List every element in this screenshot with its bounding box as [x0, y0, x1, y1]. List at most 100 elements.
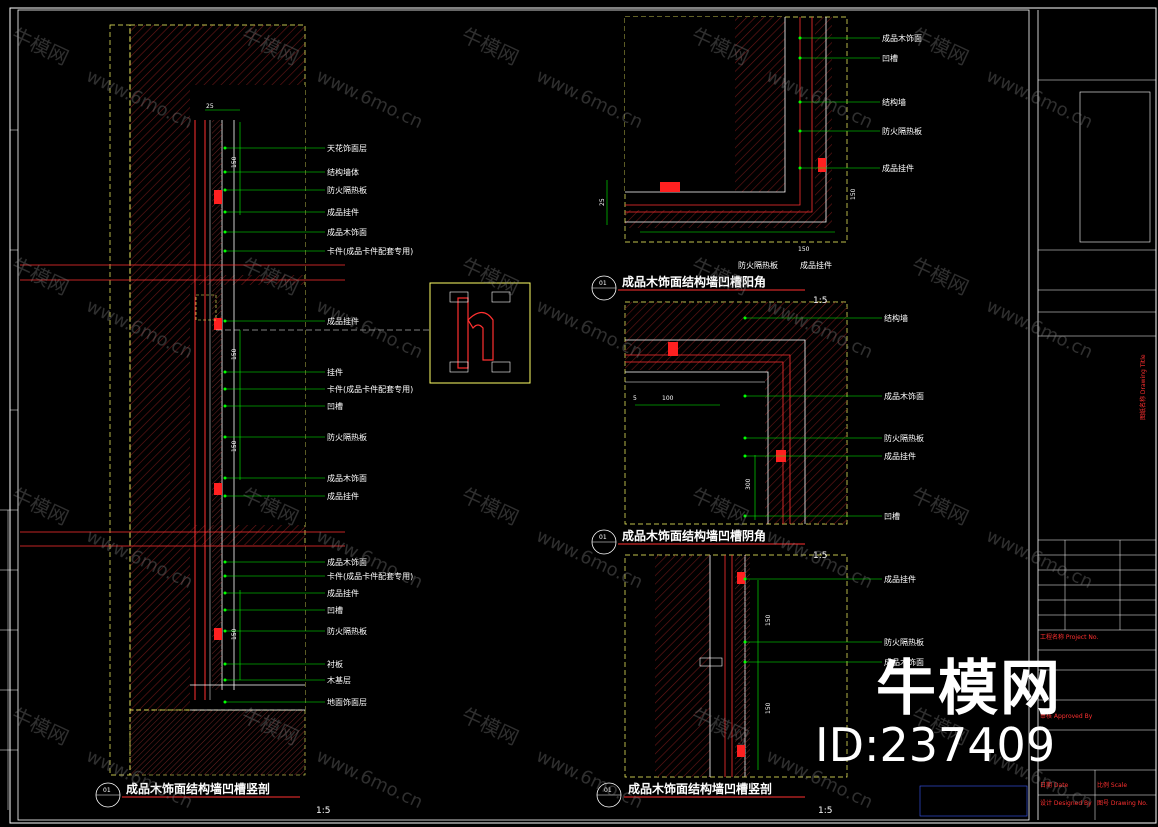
- section_b-label: 成品木饰面: [882, 33, 922, 43]
- section_a-leader-dot: [223, 170, 227, 174]
- section_c-leader-dot: [743, 454, 747, 458]
- tb-row-approved: 审核 Approved By: [1040, 712, 1093, 720]
- title-block: 工程名称 Project No. 审核 Approved By 日期 Date …: [919, 10, 1156, 820]
- section-b-drawing: 25 150 150: [599, 16, 857, 253]
- section_d-leader-dot: [743, 577, 747, 581]
- section_c-leader-dot: [743, 514, 747, 518]
- section-a-dim-4: 150: [231, 628, 238, 640]
- watermark-url-tile: www.6mo.cn: [983, 525, 1096, 593]
- watermark-url-tile: www.6mo.cn: [313, 295, 426, 363]
- tb-row-drawing-no: 图号 Drawing No.: [1097, 800, 1148, 807]
- section_a-leader-dot: [223, 404, 227, 408]
- section_a-leader-dot: [223, 435, 227, 439]
- section_a-label: 成品挂件: [327, 207, 359, 217]
- section_c-label: 结构墙: [884, 313, 908, 323]
- section_a-label: 木基层: [327, 675, 351, 685]
- section_a-leader-dot: [223, 249, 227, 253]
- section_c-label: 成品木饰面: [884, 391, 924, 401]
- section-a-dim-2: 150: [231, 348, 238, 360]
- watermark-brand-tile: 牛模网: [458, 703, 523, 750]
- title-section-b: 01 成品木饰面结构墙凹槽阳角 1:5: [591, 274, 827, 306]
- section-b-title: 成品木饰面结构墙凹槽阳角: [622, 274, 766, 289]
- section_a-label: 凹槽: [327, 605, 343, 615]
- section-a-scale: 1:5: [316, 806, 330, 816]
- section-a-title: 成品木饰面结构墙凹槽竖剖: [126, 781, 270, 796]
- section_a-label: 防火隔热板: [327, 432, 367, 442]
- section_a-label: 卡件(成品卡件配套专用): [327, 571, 413, 581]
- section-b-leaders: 成品木饰面凹槽结构墙防火隔热板成品挂件防火隔热板成品挂件: [738, 33, 922, 270]
- watermark-brand-tile: 牛模网: [8, 23, 73, 70]
- section_a-leader-dot: [223, 230, 227, 234]
- section_a-leader-dot: [223, 560, 227, 564]
- section_a-label: 地面饰面层: [327, 697, 367, 707]
- section_a-leader-dot: [223, 574, 227, 578]
- section_c-label: 凹槽: [884, 511, 900, 521]
- section-c-dim-1: 100: [662, 395, 674, 402]
- section-d-dim-1: 150: [765, 702, 772, 714]
- section_a-leader-dot: [223, 319, 227, 323]
- section_b-label: 防火隔热板: [882, 126, 922, 136]
- section_a-label: 成品挂件: [327, 316, 359, 326]
- watermark-brand-tile: 牛模网: [458, 23, 523, 70]
- watermark-brand-tile: 牛模网: [908, 23, 973, 70]
- sheet-border: [0, 7, 1157, 824]
- section_a-leader-dot: [223, 387, 227, 391]
- section_b-label: 成品挂件: [800, 260, 832, 270]
- section-a-drawing: 25 150 150 150 150: [20, 24, 430, 776]
- section_a-label: 天花饰面层: [327, 143, 367, 153]
- section-c-number: 01: [599, 534, 607, 541]
- watermark-url-tile: www.6mo.cn: [533, 745, 646, 813]
- watermark-brand-tile: 牛模网: [8, 253, 73, 300]
- watermark-brand-tile: 牛模网: [8, 483, 73, 530]
- watermark-url-tile: www.6mo.cn: [763, 525, 876, 593]
- section-a-dim-1: 150: [231, 156, 238, 168]
- section_a-leader-dot: [223, 662, 227, 666]
- section_a-leader-dot: [223, 476, 227, 480]
- section_a-leader-dot: [223, 591, 227, 595]
- section-a-number: 01: [103, 787, 111, 794]
- section_c-leader-dot: [743, 394, 747, 398]
- watermark-id: ID:237409: [815, 718, 1056, 772]
- watermark-brand-tile: 牛模网: [8, 703, 73, 750]
- section-d-title: 成品木饰面结构墙凹槽竖剖: [628, 781, 772, 796]
- section_d-label: 成品木饰面: [884, 657, 924, 667]
- section_b-label: 结构墙: [882, 97, 906, 107]
- section_a-leader-dot: [223, 370, 227, 374]
- section_a-label: 凹槽: [327, 401, 343, 411]
- section_a-leader-dot: [223, 700, 227, 704]
- section-b-dim-1: 150: [798, 246, 810, 253]
- section-c-dim-0: 5: [633, 395, 637, 402]
- section-d-number: 01: [604, 787, 612, 794]
- section-a-leaders: 天花饰面层结构墙体防火隔热板成品挂件成品木饰面卡件(成品卡件配套专用)成品挂件挂…: [223, 143, 413, 707]
- watermark-url-tile: www.6mo.cn: [983, 295, 1096, 363]
- section_a-leader-dot: [223, 678, 227, 682]
- detail-inset: [429, 282, 531, 384]
- section-b-number: 01: [599, 280, 607, 287]
- section_a-label: 成品木饰面: [327, 473, 367, 483]
- section_a-label: 结构墙体: [327, 167, 359, 177]
- watermark-url-tile: www.6mo.cn: [313, 65, 426, 133]
- tb-row-designed: 设计 Designed By: [1040, 799, 1092, 807]
- section-d-drawing: 150 150: [624, 554, 848, 778]
- section_b-leader-dot: [798, 100, 802, 104]
- section_a-leader-dot: [223, 146, 227, 150]
- watermark-url-tile: www.6mo.cn: [983, 65, 1096, 133]
- watermark-brand-tile: 牛模网: [458, 253, 523, 300]
- section-a-dim-3: 150: [231, 440, 238, 452]
- title-section-d: 01 成品木饰面结构墙凹槽竖剖 1:5: [596, 781, 832, 816]
- section_a-leader-dot: [223, 210, 227, 214]
- title-section-c: 01 成品木饰面结构墙凹槽阴角 1:5: [591, 528, 827, 561]
- section_a-label: 成品挂件: [327, 588, 359, 598]
- section-c-scale: 1:5: [813, 551, 827, 561]
- watermark-brand-tile: 牛模网: [908, 483, 973, 530]
- section-b-dim-0: 25: [599, 198, 606, 206]
- section_d-label: 成品挂件: [884, 574, 916, 584]
- tb-row-date: 日期 Date: [1040, 781, 1069, 789]
- section-c-title: 成品木饰面结构墙凹槽阴角: [622, 528, 766, 543]
- section_c-leader-dot: [743, 316, 747, 320]
- section-d-scale: 1:5: [818, 806, 832, 816]
- section_b-leader-dot: [798, 129, 802, 133]
- section-a-dim-0: 25: [206, 103, 214, 110]
